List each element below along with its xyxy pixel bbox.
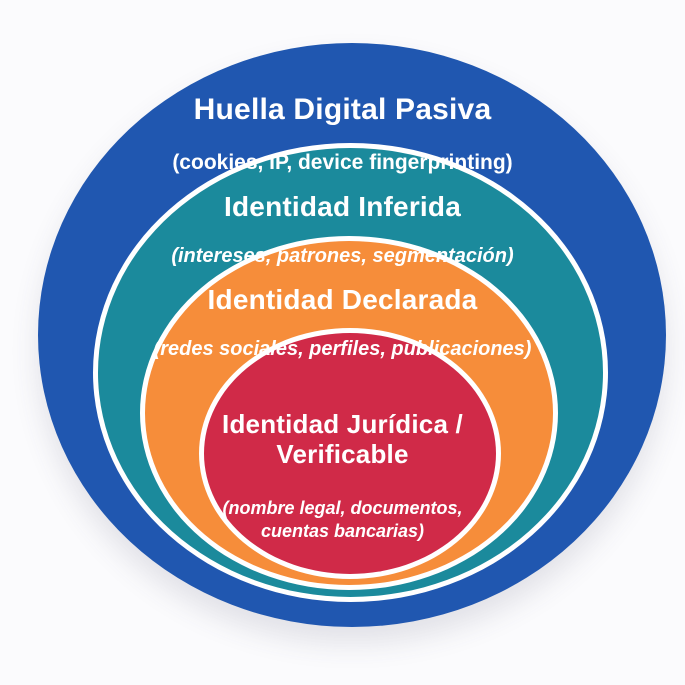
- level-label-identidad-juridica-verificable: Identidad Jurídica / Verificable (nombre…: [0, 391, 685, 561]
- level-title-huella-digital-pasiva: Huella Digital Pasiva: [193, 93, 492, 126]
- level-label-identidad-inferida: Identidad Inferida (intereses, patrones,…: [0, 174, 685, 286]
- level-title-identidad-inferida: Identidad Inferida: [224, 191, 461, 222]
- level-title-identidad-juridica-verificable: Identidad Jurídica / Verificable: [222, 409, 463, 470]
- level-label-identidad-declarada: Identidad Declarada (redes sociales, per…: [0, 267, 685, 379]
- level-subtitle-identidad-declarada: (redes sociales, perfiles, publicaciones…: [153, 338, 532, 361]
- level-label-huella-digital-pasiva: Huella Digital Pasiva (cookies, IP, devi…: [0, 76, 685, 193]
- level-subtitle-identidad-juridica-verificable: (nombre legal, documentos, cuentas banca…: [222, 497, 463, 541]
- level-subtitle-identidad-inferida: (intereses, patrones, segmentación): [171, 245, 514, 268]
- level-title-identidad-declarada: Identidad Declarada: [207, 284, 478, 315]
- level-subtitle-huella-digital-pasiva: (cookies, IP, device fingerprinting): [172, 150, 513, 174]
- ellipse-identidad-juridica-verificable: [199, 328, 501, 579]
